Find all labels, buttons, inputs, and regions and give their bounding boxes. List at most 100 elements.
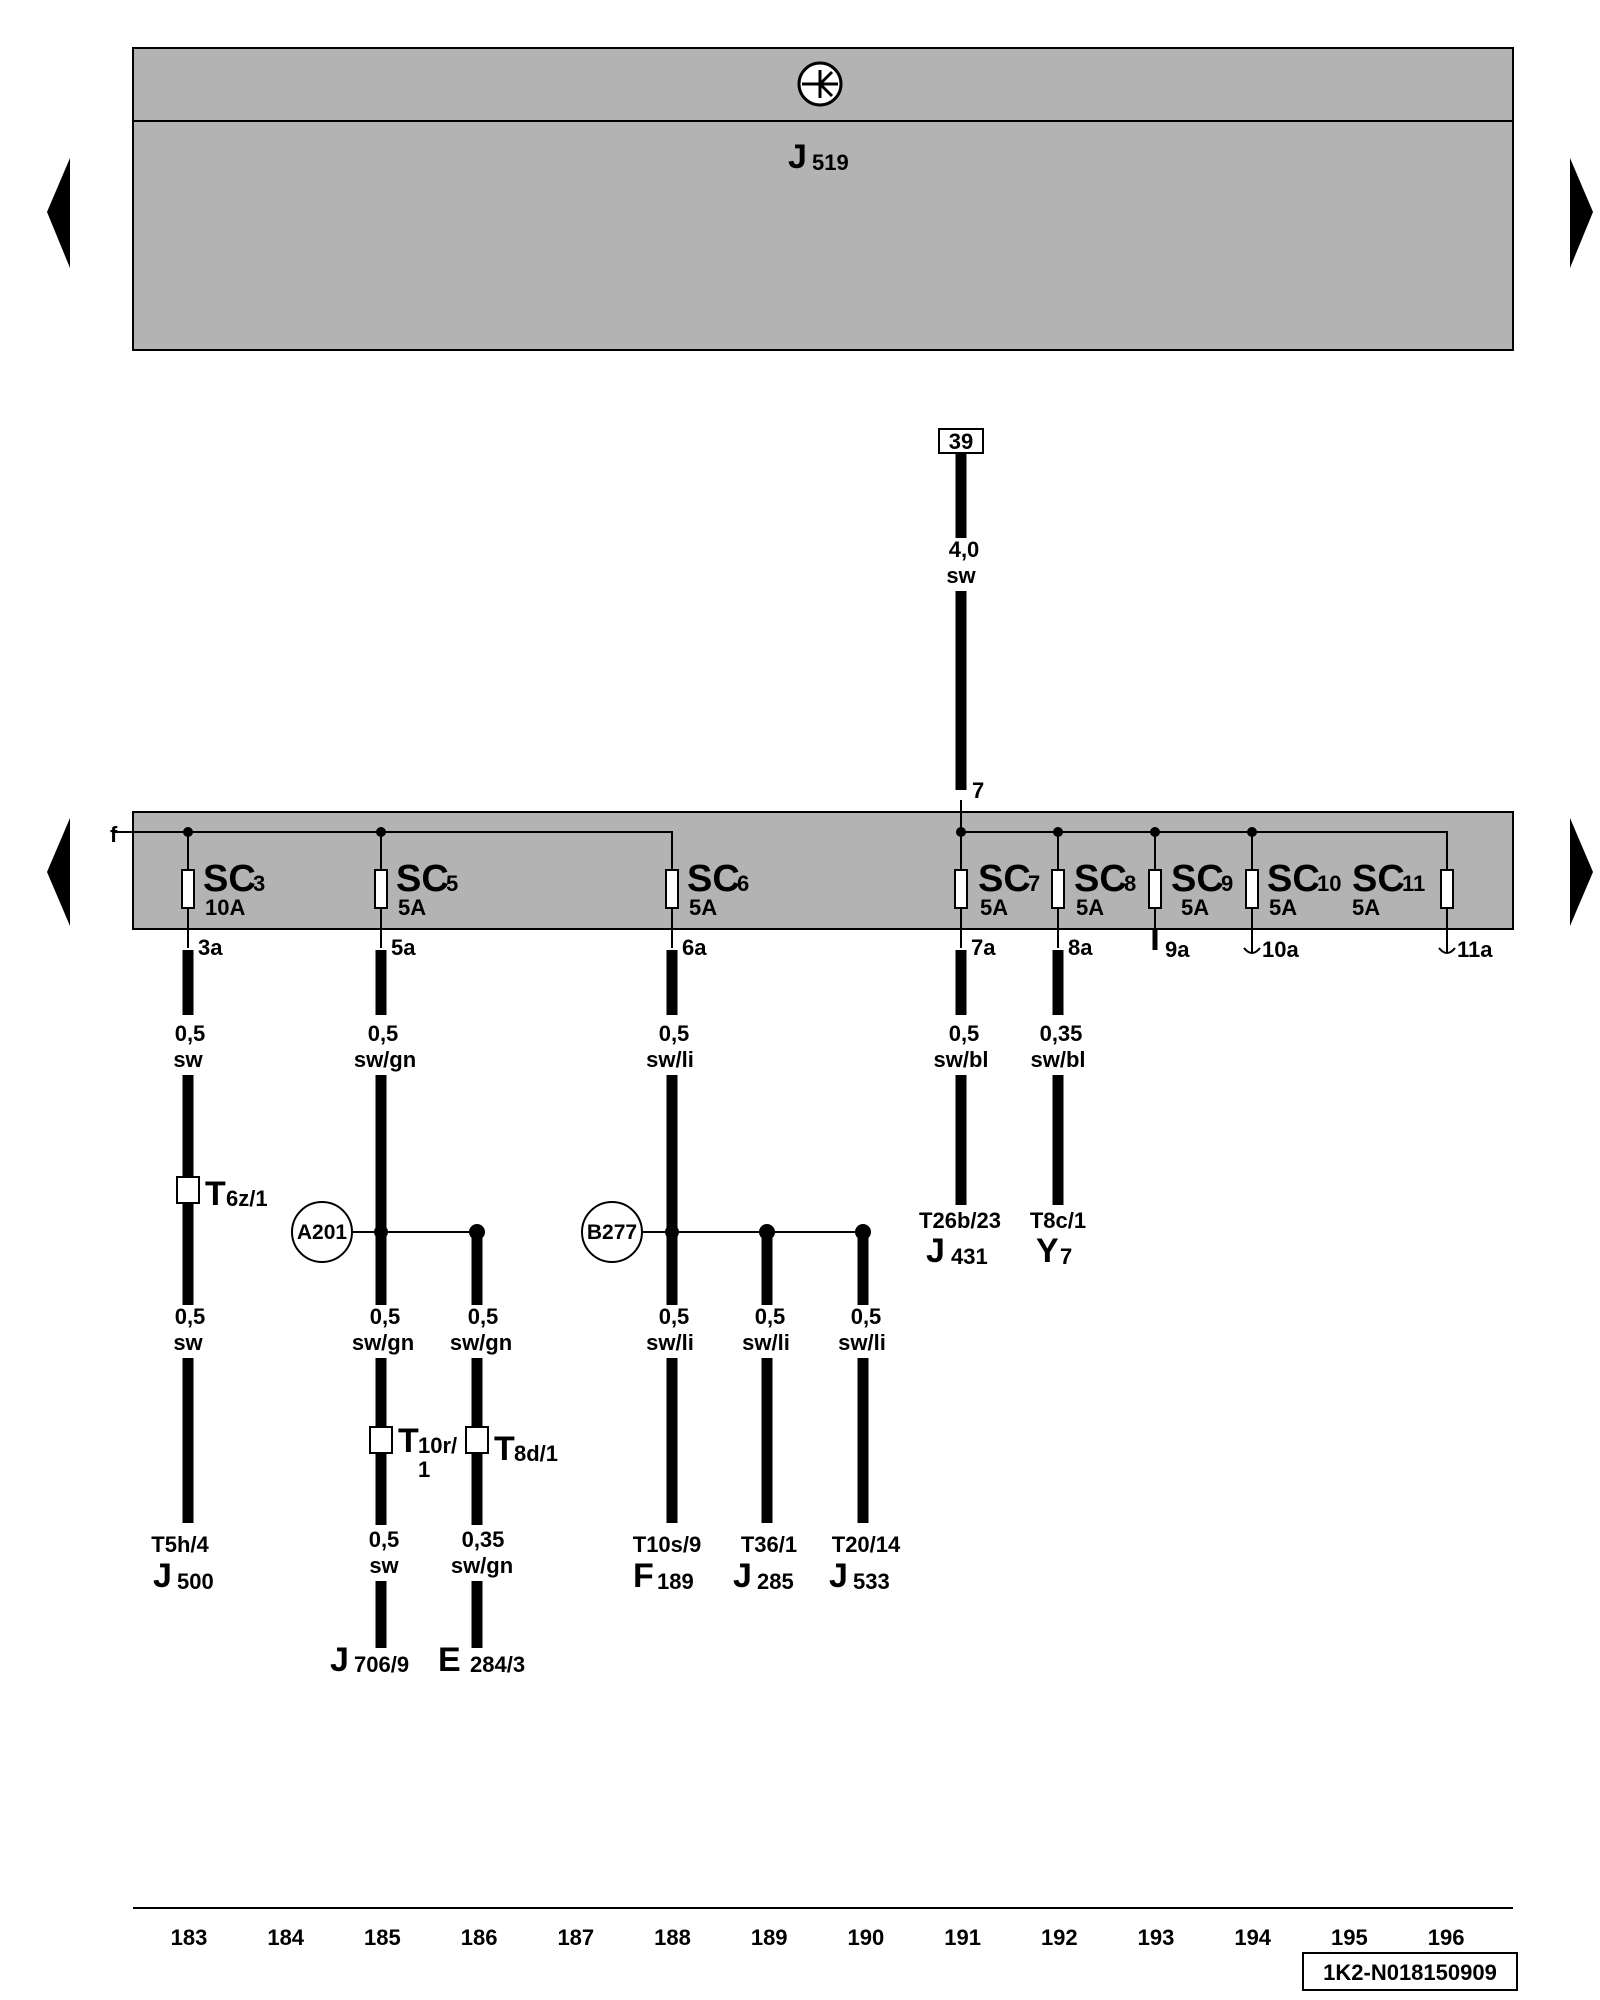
svg-text:7a: 7a xyxy=(971,935,996,960)
fuse-sc11: SC 11 5A xyxy=(1352,858,1454,920)
svg-text:5A: 5A xyxy=(689,895,717,920)
nav-next-arrow-top[interactable] xyxy=(1570,158,1593,268)
svg-text:533: 533 xyxy=(853,1569,890,1594)
svg-text:11: 11 xyxy=(1402,871,1425,896)
svg-text:T: T xyxy=(494,1430,515,1468)
column-label: 190 xyxy=(848,1925,885,1950)
svg-text:sw: sw xyxy=(173,1047,203,1072)
svg-text:10A: 10A xyxy=(205,895,245,920)
svg-text:0,5: 0,5 xyxy=(659,1021,690,1046)
module-j519-number: 519 xyxy=(812,150,849,175)
svg-text:0,35: 0,35 xyxy=(1040,1021,1083,1046)
column-label: 187 xyxy=(557,1925,594,1950)
output-pins: 3a 5a 6a 7a 8a 9a 10a 11a xyxy=(187,930,1493,962)
svg-text:284/3: 284/3 xyxy=(470,1652,525,1677)
svg-text:5A: 5A xyxy=(980,895,1008,920)
circuit-183: 0,5 sw T 6z/1 0,5 sw T5h/4 J 500 xyxy=(151,950,268,1595)
svg-text:sw/li: sw/li xyxy=(838,1330,886,1355)
fuse-sc10: SC 10 5A xyxy=(1245,858,1341,920)
svg-text:J: J xyxy=(330,1641,349,1679)
svg-text:3: 3 xyxy=(253,871,265,896)
svg-text:10: 10 xyxy=(1317,871,1341,896)
svg-text:0,5: 0,5 xyxy=(949,1021,980,1046)
svg-text:F: F xyxy=(633,1557,654,1595)
svg-text:SC: SC xyxy=(1267,858,1320,900)
fuse-sc5: SC 5 5A xyxy=(374,858,458,920)
svg-text:0,5: 0,5 xyxy=(851,1304,882,1329)
svg-text:285: 285 xyxy=(757,1569,794,1594)
svg-text:sw/bl: sw/bl xyxy=(933,1047,988,1072)
svg-text:0,35: 0,35 xyxy=(462,1527,505,1552)
column-label: 195 xyxy=(1331,1925,1368,1950)
fuse-sc8: SC 8 5A xyxy=(1051,858,1136,920)
svg-text:9a: 9a xyxy=(1165,937,1190,962)
svg-text:SC: SC xyxy=(396,858,449,900)
main-wire-gauge: 4,0 xyxy=(949,537,980,562)
module-j519-letter: J xyxy=(788,138,807,176)
svg-text:B277: B277 xyxy=(587,1221,637,1244)
fuse-sc6: SC 6 5A xyxy=(665,858,749,920)
nav-next-arrow-bottom[interactable] xyxy=(1570,818,1593,926)
column-label: 193 xyxy=(1138,1925,1175,1950)
svg-text:sw/gn: sw/gn xyxy=(450,1330,512,1355)
nav-prev-arrow-top[interactable] xyxy=(47,158,70,268)
svg-text:5: 5 xyxy=(446,871,458,896)
svg-text:sw/li: sw/li xyxy=(742,1330,790,1355)
column-label: 196 xyxy=(1428,1925,1465,1950)
svg-text:6: 6 xyxy=(737,871,749,896)
connector-t8d-icon xyxy=(465,1426,489,1454)
svg-text:8a: 8a xyxy=(1068,935,1093,960)
connector-t10r-icon xyxy=(369,1426,393,1454)
column-label: 189 xyxy=(751,1925,788,1950)
main-wire-color: sw xyxy=(946,563,976,588)
svg-text:0,5: 0,5 xyxy=(370,1304,401,1329)
svg-text:J: J xyxy=(733,1557,752,1595)
svg-text:T36/1: T36/1 xyxy=(741,1532,797,1557)
doc-id-box xyxy=(1302,1952,1518,1991)
svg-text:7: 7 xyxy=(1060,1244,1072,1269)
svg-text:0,5: 0,5 xyxy=(368,1021,399,1046)
svg-text:sw: sw xyxy=(173,1330,203,1355)
svg-text:6z/1: 6z/1 xyxy=(226,1186,268,1211)
column-label: 184 xyxy=(267,1925,304,1950)
svg-text:sw: sw xyxy=(369,1553,399,1578)
module-j519: J 519 xyxy=(132,47,1514,351)
svg-text:0,5: 0,5 xyxy=(468,1304,499,1329)
svg-text:431: 431 xyxy=(951,1244,988,1269)
svg-text:7: 7 xyxy=(1028,871,1040,896)
column-label: 194 xyxy=(1234,1925,1271,1950)
svg-text:SC: SC xyxy=(1352,858,1405,900)
svg-text:500: 500 xyxy=(177,1569,214,1594)
svg-text:J: J xyxy=(153,1557,172,1595)
doc-id: 1K2-N018150909 xyxy=(1323,1960,1497,1985)
svg-text:5A: 5A xyxy=(1269,895,1297,920)
fuse-sc9: SC 9 5A xyxy=(1148,858,1233,920)
feed-7-line xyxy=(960,800,1448,872)
svg-text:T20/14: T20/14 xyxy=(832,1532,901,1557)
svg-text:J: J xyxy=(829,1557,848,1595)
column-label: 192 xyxy=(1041,1925,1078,1950)
svg-text:sw/li: sw/li xyxy=(646,1047,694,1072)
main-wire-pin: 7 xyxy=(972,778,984,803)
fuse-sc3: SC 3 10A xyxy=(181,858,265,920)
circuit-188-190: 0,5 sw/li B277 0,5 sw/li 0,5 sw/li 0,5 s… xyxy=(581,950,901,1595)
svg-text:T10s/9: T10s/9 xyxy=(633,1532,702,1557)
svg-text:T: T xyxy=(205,1175,226,1213)
column-label: 191 xyxy=(944,1925,981,1950)
circuit-191-192: 0,5 sw/bl 0,35 sw/bl T26b/23 J 431 T8c/1… xyxy=(919,950,1086,1270)
svg-text:706/9: 706/9 xyxy=(354,1652,409,1677)
svg-text:8d/1: 8d/1 xyxy=(514,1441,558,1466)
circuit-185-186: 0,5 sw/gn A201 0,5 sw/gn 0,5 sw/gn T 10r… xyxy=(291,950,558,1679)
svg-text:sw/gn: sw/gn xyxy=(352,1330,414,1355)
svg-text:T8c/1: T8c/1 xyxy=(1030,1208,1086,1233)
svg-text:3a: 3a xyxy=(198,935,223,960)
svg-text:sw/bl: sw/bl xyxy=(1030,1047,1085,1072)
column-label: 183 xyxy=(171,1925,208,1950)
nav-prev-arrow-bottom[interactable] xyxy=(47,818,70,926)
svg-text:E: E xyxy=(438,1641,461,1679)
svg-text:0,5: 0,5 xyxy=(175,1304,206,1329)
svg-text:0,5: 0,5 xyxy=(755,1304,786,1329)
svg-text:A201: A201 xyxy=(297,1221,348,1244)
